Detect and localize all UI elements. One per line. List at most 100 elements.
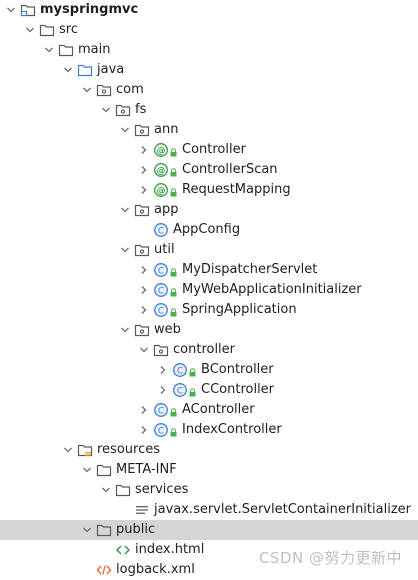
package-icon bbox=[153, 342, 169, 358]
chevron-right-icon[interactable] bbox=[136, 300, 152, 320]
svg-text:C: C bbox=[177, 366, 183, 376]
chevron-down-icon[interactable] bbox=[22, 20, 38, 40]
chevron-down-icon[interactable] bbox=[136, 340, 152, 360]
tree-row-app[interactable]: app bbox=[0, 200, 418, 220]
tree-row-com[interactable]: com bbox=[0, 80, 418, 100]
chevron-down-icon[interactable] bbox=[117, 320, 133, 340]
source-folder-icon bbox=[77, 62, 93, 78]
tree-item-label: myspringmvc bbox=[40, 2, 139, 17]
tree-row-controller[interactable]: controller bbox=[0, 340, 418, 360]
tree-row-springapplication[interactable]: C SpringApplication bbox=[0, 300, 418, 320]
lock-icon bbox=[189, 366, 196, 377]
tree-item-label: AppConfig bbox=[173, 222, 241, 237]
tree-item-label: logback.xml bbox=[116, 562, 195, 577]
folder-icon bbox=[96, 522, 112, 538]
chevron-down-icon[interactable] bbox=[60, 440, 76, 460]
tree-row-index-html[interactable]: index.html bbox=[0, 540, 418, 560]
tree-row-src[interactable]: src bbox=[0, 20, 418, 40]
folder-icon bbox=[96, 462, 112, 478]
tree-item-label: AController bbox=[182, 402, 255, 417]
chevron-right-icon[interactable] bbox=[136, 180, 152, 200]
class-icon: C bbox=[153, 282, 169, 298]
tree-row-java[interactable]: java bbox=[0, 60, 418, 80]
chevron-down-icon[interactable] bbox=[3, 0, 19, 20]
tree-item-label: util bbox=[154, 242, 175, 257]
xml-file-icon bbox=[96, 562, 112, 578]
lock-icon bbox=[170, 146, 177, 157]
tree-row-resources[interactable]: resources bbox=[0, 440, 418, 460]
tree-item-label: SpringApplication bbox=[182, 302, 297, 317]
tree-item-label: main bbox=[78, 42, 111, 57]
tree-row-services[interactable]: services bbox=[0, 480, 418, 500]
chevron-right-icon[interactable] bbox=[155, 380, 171, 400]
package-icon bbox=[134, 322, 150, 338]
tree-row-fs[interactable]: fs bbox=[0, 100, 418, 120]
chevron-down-icon[interactable] bbox=[117, 120, 133, 140]
tree-item-label: Controller bbox=[182, 142, 246, 157]
chevron-right-icon[interactable] bbox=[136, 280, 152, 300]
class-icon: C bbox=[172, 362, 188, 378]
chevron-right-icon[interactable] bbox=[136, 400, 152, 420]
tree-row-ann[interactable]: ann bbox=[0, 120, 418, 140]
chevron-right-icon[interactable] bbox=[155, 360, 171, 380]
chevron-down-icon[interactable] bbox=[79, 520, 95, 540]
tree-row-requestmapping[interactable]: @RequestMapping bbox=[0, 180, 418, 200]
text-file-icon bbox=[134, 502, 150, 518]
class-icon: C bbox=[153, 402, 169, 418]
chevron-right-icon[interactable] bbox=[136, 140, 152, 160]
svg-text:C: C bbox=[158, 426, 164, 436]
lock-icon bbox=[170, 186, 177, 197]
chevron-down-icon[interactable] bbox=[79, 80, 95, 100]
tree-row-main[interactable]: main bbox=[0, 40, 418, 60]
tree-item-label: src bbox=[59, 22, 78, 37]
html-file-icon bbox=[115, 542, 131, 558]
chevron-down-icon[interactable] bbox=[117, 240, 133, 260]
tree-row-acontroller[interactable]: C AController bbox=[0, 400, 418, 420]
lock-icon bbox=[170, 166, 177, 177]
chevron-right-icon[interactable] bbox=[136, 420, 152, 440]
folder-icon bbox=[115, 482, 131, 498]
tree-row-web[interactable]: web bbox=[0, 320, 418, 340]
package-icon bbox=[134, 122, 150, 138]
tree-row-controllerscan[interactable]: @ControllerScan bbox=[0, 160, 418, 180]
chevron-down-icon[interactable] bbox=[41, 40, 57, 60]
tree-item-label: ann bbox=[154, 122, 179, 137]
chevron-down-icon[interactable] bbox=[60, 60, 76, 80]
chevron-right-icon[interactable] bbox=[136, 160, 152, 180]
resources-folder-icon bbox=[77, 442, 93, 458]
tree-row-javax-servlet-servletcontainerinitializer[interactable]: javax.servlet.ServletContainerInitialize… bbox=[0, 500, 418, 520]
chevron-down-icon[interactable] bbox=[98, 100, 114, 120]
package-icon bbox=[134, 242, 150, 258]
chevron-down-icon[interactable] bbox=[117, 200, 133, 220]
folder-icon bbox=[58, 42, 74, 58]
tree-row-public[interactable]: public bbox=[0, 520, 418, 540]
tree-row-meta-inf[interactable]: META-INF bbox=[0, 460, 418, 480]
tree-item-label: public bbox=[116, 522, 156, 537]
tree-item-label: ControllerScan bbox=[182, 162, 278, 177]
chevron-down-icon[interactable] bbox=[79, 460, 95, 480]
class-icon: C bbox=[153, 302, 169, 318]
tree-row-myspringmvc[interactable]: myspringmvc bbox=[0, 0, 418, 20]
chevron-right-icon[interactable] bbox=[136, 260, 152, 280]
folder-icon bbox=[39, 22, 55, 38]
lock-icon bbox=[170, 286, 177, 297]
svg-text:@: @ bbox=[157, 186, 166, 196]
package-icon bbox=[115, 102, 131, 118]
csdn-watermark: CSDN @努力更新中 bbox=[258, 549, 402, 567]
svg-text:C: C bbox=[158, 306, 164, 316]
tree-row-util[interactable]: util bbox=[0, 240, 418, 260]
lock-icon bbox=[170, 406, 177, 417]
tree-item-label: javax.servlet.ServletContainerInitialize… bbox=[154, 502, 411, 517]
lock-icon bbox=[170, 306, 177, 317]
chevron-down-icon[interactable] bbox=[98, 480, 114, 500]
tree-row-controller[interactable]: @Controller bbox=[0, 140, 418, 160]
class-icon: C bbox=[153, 422, 169, 438]
svg-text:C: C bbox=[158, 286, 164, 296]
tree-row-logback-xml[interactable]: logback.xml bbox=[0, 560, 418, 580]
